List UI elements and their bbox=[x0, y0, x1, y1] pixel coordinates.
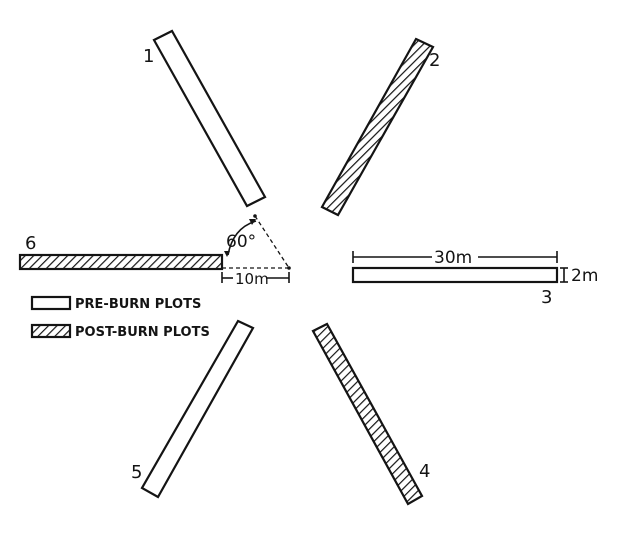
angle-vertex-point bbox=[253, 214, 257, 218]
offset-dimension: 10m bbox=[221, 270, 290, 288]
width-dimension: 2m bbox=[560, 266, 598, 286]
plot-3-number: 3 bbox=[541, 287, 552, 308]
length-label: 30m bbox=[434, 248, 472, 268]
plot-6 bbox=[18, 253, 224, 271]
plot-4 bbox=[311, 322, 424, 506]
length-dimension: 30m bbox=[352, 248, 558, 268]
legend-pre-burn-label: PRE-BURN PLOTS bbox=[75, 297, 201, 312]
plot-2-strip bbox=[320, 37, 435, 217]
plot-5-strip bbox=[140, 319, 255, 499]
plot-center-point bbox=[287, 266, 291, 270]
offset-label: 10m bbox=[235, 270, 269, 288]
legend: PRE-BURN PLOTS POST-BURN PLOTS bbox=[30, 295, 210, 340]
plot-1-number: 1 bbox=[143, 46, 154, 67]
plot-4-strip bbox=[311, 322, 424, 506]
plot-6-strip bbox=[18, 253, 224, 271]
plot-3-strip bbox=[351, 266, 559, 284]
plot-5 bbox=[140, 319, 255, 499]
plot-1-strip bbox=[152, 29, 267, 208]
angle-dashed-ray bbox=[254, 215, 290, 269]
angle-construction: 60° bbox=[222, 214, 291, 270]
angle-arrowhead-top bbox=[249, 219, 256, 225]
legend-post-burn-label: POST-BURN PLOTS bbox=[75, 325, 210, 340]
plot-2 bbox=[320, 37, 435, 217]
plot-4-number: 4 bbox=[419, 461, 430, 482]
plot-3 bbox=[351, 266, 559, 284]
legend-pre-burn-swatch bbox=[30, 295, 72, 311]
plot-2-number: 2 bbox=[429, 50, 440, 71]
legend-post-burn-swatch bbox=[30, 323, 72, 339]
width-label: 2m bbox=[571, 266, 598, 286]
angle-label: 60° bbox=[226, 232, 256, 252]
angle-arrowhead-bottom bbox=[224, 251, 230, 257]
plot-6-number: 6 bbox=[25, 233, 36, 254]
plot-1 bbox=[152, 29, 267, 208]
plot-5-number: 5 bbox=[131, 462, 142, 483]
